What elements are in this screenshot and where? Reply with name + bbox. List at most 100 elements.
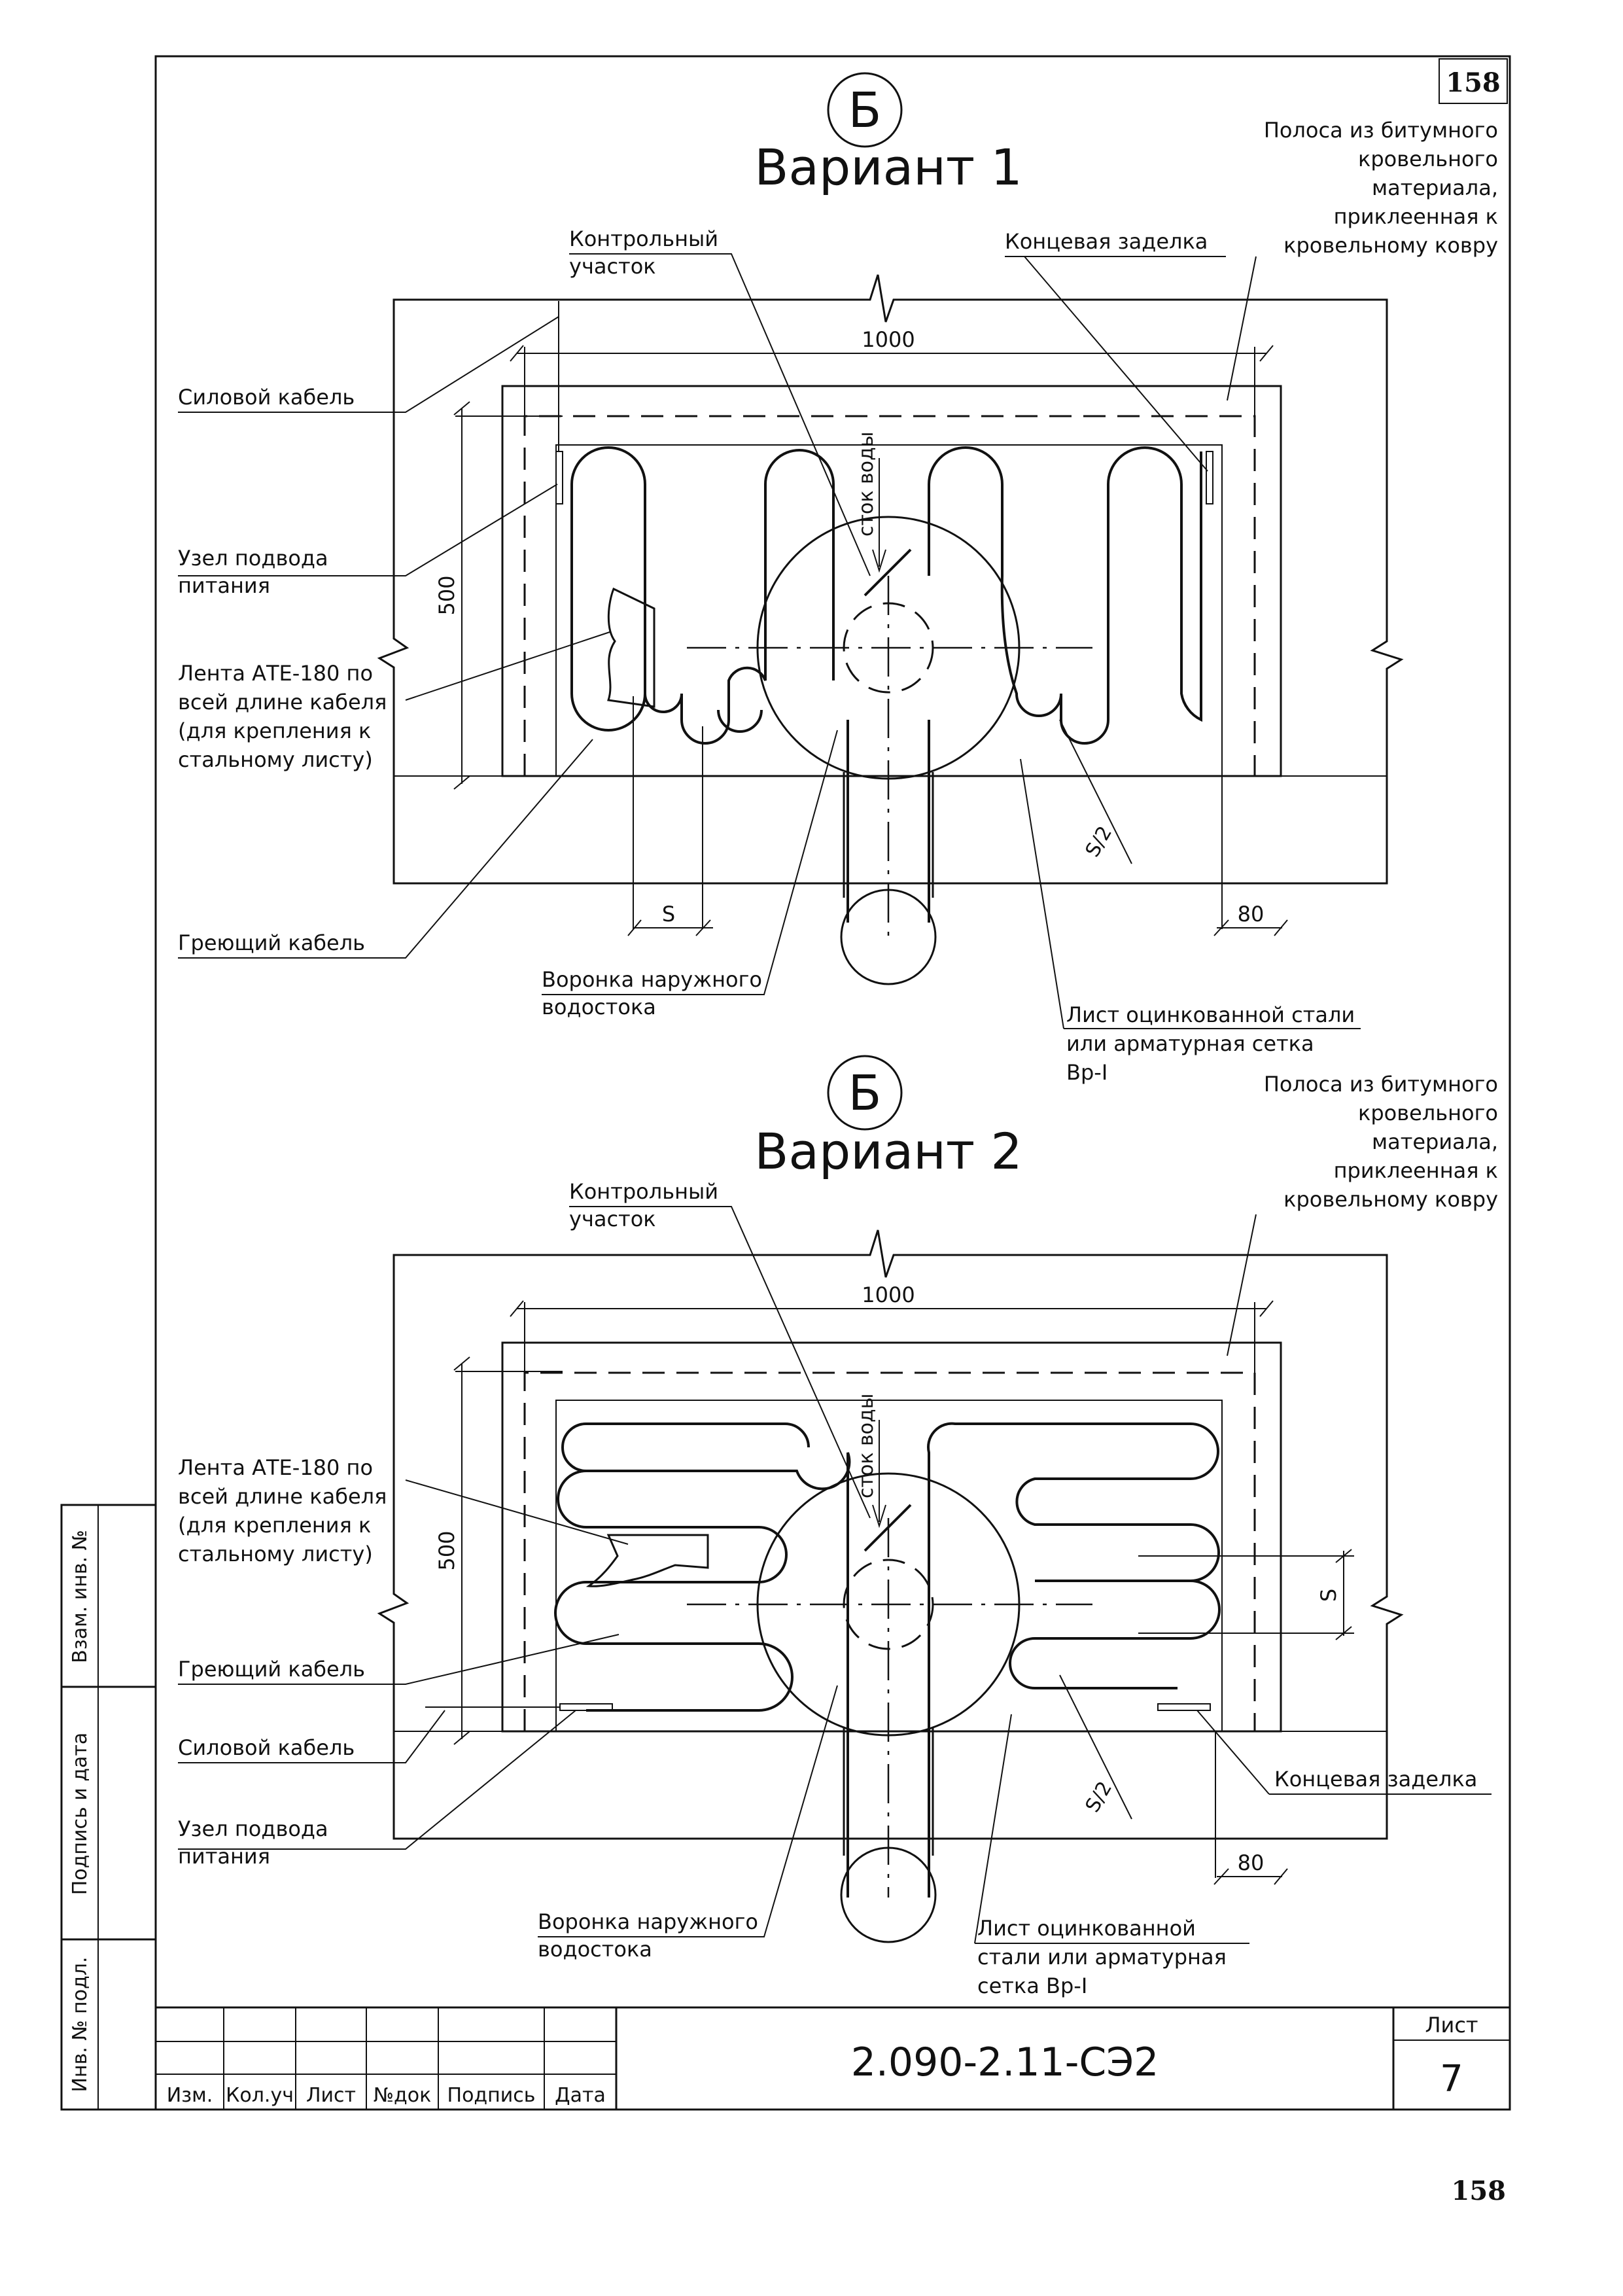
dim-tick bbox=[1335, 1626, 1352, 1640]
bitumen-strip-outline bbox=[501, 1341, 1282, 1733]
side-stamp: Взам. инв. № Подпись и дата Инв. № подл. bbox=[60, 1504, 157, 2111]
variant-title: Вариант 1 bbox=[754, 138, 1022, 196]
roof-outline bbox=[377, 274, 1404, 885]
label-tape-1: Лента АТЕ-180 по bbox=[178, 661, 373, 686]
label-bitumen-strip-5: кровельному ковру bbox=[1283, 1187, 1498, 1212]
dim-tick bbox=[1274, 919, 1288, 936]
dashed-boundary bbox=[523, 1371, 1256, 1731]
end-seal-mark bbox=[1157, 1703, 1211, 1711]
leader-bitumen-strip bbox=[1227, 256, 1257, 401]
dim-tick bbox=[510, 1300, 524, 1317]
leader-power-cable bbox=[178, 1710, 445, 1763]
dim-tick bbox=[695, 919, 711, 936]
leader-steel-sheet bbox=[1020, 758, 1361, 1029]
label-bitumen-strip-2: кровельного bbox=[1358, 1101, 1498, 1125]
corner-sheet-number: 158 bbox=[1446, 67, 1501, 98]
label-funnel-2: водостока bbox=[542, 995, 656, 1019]
leader-end-seal bbox=[1005, 256, 1226, 472]
label-steel-sheet-2: или арматурная сетка bbox=[1066, 1031, 1314, 1056]
label-end-seal: Концевая заделка bbox=[1274, 1767, 1477, 1792]
dim-width-label: 1000 bbox=[862, 327, 915, 352]
variant-1: Б Вариант 1 сток воды bbox=[178, 72, 1498, 1085]
leader-tape bbox=[405, 1479, 629, 1545]
label-control-section-2: участок bbox=[569, 1207, 656, 1231]
column-change: Изм. bbox=[167, 2084, 213, 2107]
downpipe bbox=[843, 772, 934, 898]
dim-tick bbox=[453, 1731, 470, 1745]
dim-tick bbox=[1213, 919, 1229, 936]
heating-cable-left-loop bbox=[570, 693, 646, 732]
dim-tick bbox=[453, 1356, 470, 1371]
water-flow-label: сток воды bbox=[855, 432, 878, 537]
leader-control-section bbox=[569, 1206, 871, 1519]
label-power-node-1: Узел подвода bbox=[178, 1816, 328, 1841]
column-count: Кол.уч bbox=[226, 2084, 294, 2107]
label-bitumen-strip-4: приклеенная к bbox=[1334, 1158, 1498, 1183]
dim-half-step-label: S/2 bbox=[1081, 1778, 1117, 1816]
dim-tick bbox=[627, 919, 642, 936]
roof-outline bbox=[377, 1229, 1404, 1840]
label-bitumen-strip-1: Полоса из битумного bbox=[1264, 118, 1498, 143]
label-funnel-1: Воронка наружного bbox=[538, 1909, 758, 1934]
column-signature: Подпись bbox=[447, 2084, 536, 2107]
label-tape-3: (для крепления к bbox=[178, 1513, 371, 1538]
label-bitumen-strip-3: материала, bbox=[1372, 175, 1498, 200]
downpipe-outlet bbox=[840, 889, 937, 985]
dim-tick bbox=[1213, 1868, 1229, 1885]
dim-step-label: S bbox=[1316, 1589, 1341, 1602]
downpipe-outlet bbox=[840, 1846, 937, 1943]
column-date: Дата bbox=[555, 2084, 606, 2107]
label-end-seal: Концевая заделка bbox=[1005, 229, 1208, 254]
leader-funnel bbox=[542, 730, 838, 995]
heating-cable bbox=[570, 446, 1202, 923]
label-bitumen-strip: Полоса из битумного кровельного материал… bbox=[1264, 1072, 1498, 1212]
end-seal-mark bbox=[1206, 451, 1213, 504]
downpipe bbox=[843, 1727, 934, 1856]
variant-2: Б Вариант 2 сток воды 1000 bbox=[178, 1055, 1498, 1998]
water-flow-arrowhead bbox=[872, 549, 886, 573]
label-control-section-1: Контрольный bbox=[569, 226, 718, 251]
label-tape-3: (для крепления к bbox=[178, 718, 371, 743]
dim-tick bbox=[510, 345, 524, 362]
power-node-mark bbox=[555, 451, 563, 504]
dim-s2-line bbox=[1059, 719, 1132, 864]
label-tape-1: Лента АТЕ-180 по bbox=[178, 1455, 373, 1480]
label-bitumen-strip: Полоса из битумного кровельного материал… bbox=[1264, 118, 1498, 258]
heating-cable bbox=[554, 1422, 1221, 1898]
dim-tick bbox=[1274, 1868, 1288, 1885]
leader-control-section bbox=[569, 253, 871, 576]
dim-step-label: S bbox=[662, 902, 675, 927]
tape-piece bbox=[607, 587, 655, 708]
sheet-number: 7 bbox=[1440, 2058, 1463, 2100]
label-steel-sheet-3: Вр-I bbox=[1066, 1060, 1108, 1085]
leader-heating-cable bbox=[178, 739, 593, 959]
label-power-node-1: Узел подвода bbox=[178, 546, 328, 571]
label-tape-2: всей длине кабеля bbox=[178, 1484, 387, 1509]
label-tape-4: стальному листу) bbox=[178, 747, 373, 772]
leader-steel-sheet bbox=[974, 1714, 1249, 1944]
dim-tick bbox=[453, 775, 470, 790]
label-tape-4: стальному листу) bbox=[178, 1542, 373, 1566]
heating-cable-upper-loop bbox=[561, 1422, 810, 1472]
leader-heating-cable bbox=[178, 1634, 620, 1685]
dim-tick bbox=[1259, 1300, 1274, 1317]
label-bitumen-strip-3: материала, bbox=[1372, 1129, 1498, 1154]
steel-sheet-outline bbox=[555, 1400, 1223, 1732]
dim-width-label: 1000 bbox=[862, 1282, 915, 1307]
dim-offset-label: 80 bbox=[1238, 1850, 1265, 1875]
column-sheet: Лист bbox=[306, 2084, 356, 2107]
label-steel-sheet-3: сетка Вр-I bbox=[977, 1973, 1087, 1998]
label-power-cable: Силовой кабель bbox=[178, 385, 355, 410]
corner-number-box bbox=[1439, 58, 1508, 104]
dim-height-label: 500 bbox=[434, 575, 459, 615]
label-power-cable: Силовой кабель bbox=[178, 1735, 355, 1760]
leader-bitumen-strip bbox=[1227, 1214, 1257, 1356]
label-power-node-2: питания bbox=[178, 1844, 270, 1869]
sheet-label: Лист bbox=[1425, 2013, 1478, 2038]
label-heating-cable: Греющий кабель bbox=[178, 1657, 365, 1682]
side-stamp-field-replace: Взам. инв. № bbox=[69, 1530, 92, 1663]
document-code: 2.090-2.11-СЭ2 bbox=[851, 2040, 1159, 2085]
title-block: Изм. Кол.уч Лист №док Подпись Дата 2.090… bbox=[156, 2006, 1510, 2110]
dim-height-label: 500 bbox=[434, 1530, 459, 1570]
